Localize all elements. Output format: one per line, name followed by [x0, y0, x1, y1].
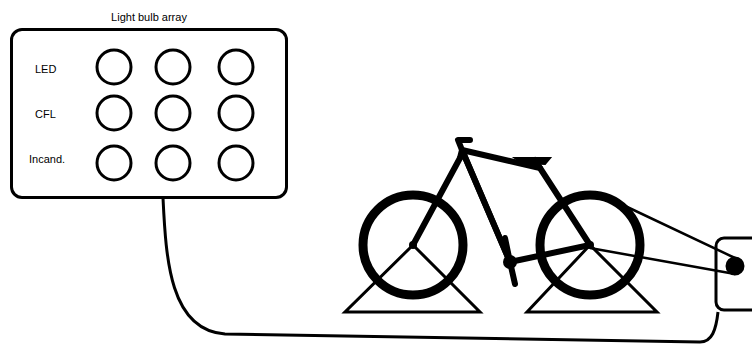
bike-frame: [413, 140, 590, 284]
light-bulb-array-box: Light bulb arrayLEDCFLIncand.: [10, 28, 288, 199]
bulb-circles: [97, 50, 253, 180]
row-label: CFL: [35, 108, 56, 121]
array-title: Light bulb array: [111, 11, 187, 24]
front-stand: [345, 245, 480, 312]
belt: [590, 196, 735, 274]
saddle: [515, 158, 550, 164]
row-label: LED: [35, 63, 56, 76]
generator-box: [716, 238, 752, 310]
generator-pulley: [727, 258, 743, 274]
row-label: Incand.: [29, 153, 65, 166]
